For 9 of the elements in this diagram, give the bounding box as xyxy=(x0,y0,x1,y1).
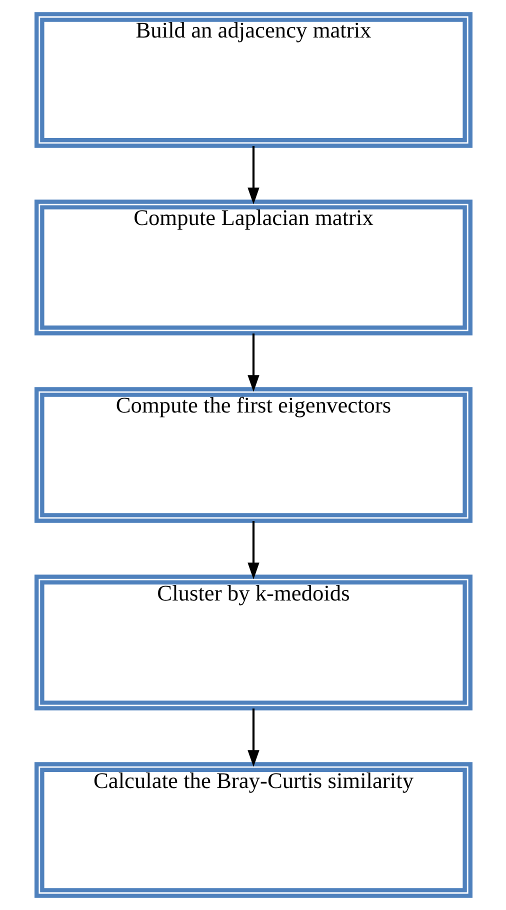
arrow xyxy=(247,334,259,392)
node-box: Compute Laplacian matrix xyxy=(34,200,472,336)
arrow xyxy=(247,708,259,767)
arrow xyxy=(247,146,259,204)
node-box: Cluster by k-medoids xyxy=(34,574,472,710)
node-box: Calculate the Bray-Curtis similarity xyxy=(34,762,472,898)
node-box: Compute the first eigenvectors xyxy=(34,387,472,523)
arrow xyxy=(247,521,259,580)
node-box: Build an adjacency matrix xyxy=(34,12,472,148)
